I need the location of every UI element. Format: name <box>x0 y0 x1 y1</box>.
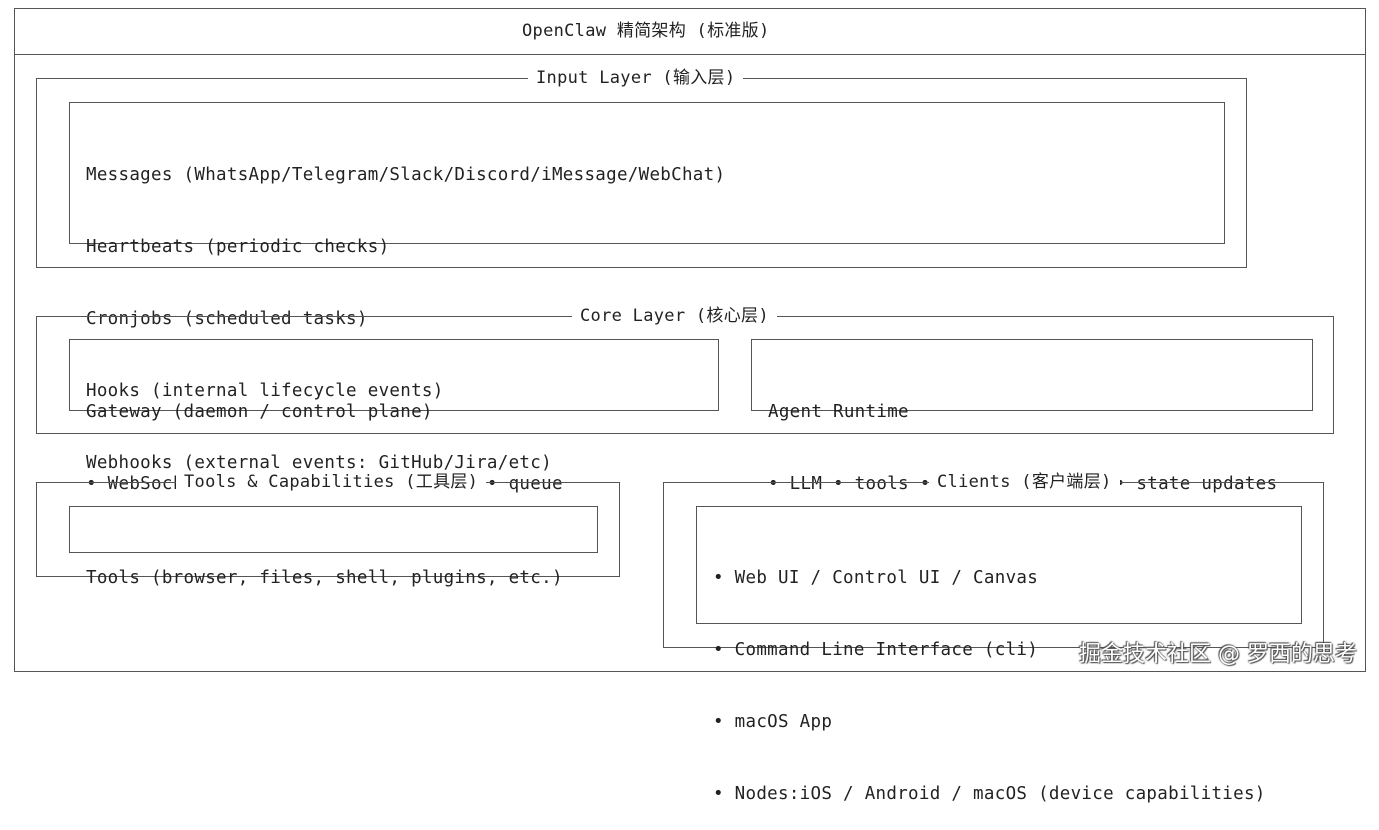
watermark: 掘金技术社区 @ 罗西的思考 <box>1079 642 1357 667</box>
gateway-box <box>69 339 719 411</box>
input-layer-title: Input Layer (输入层) <box>528 67 744 89</box>
list-item: Webhooks (external events: GitHub/Jira/e… <box>86 453 552 473</box>
header-separator <box>14 54 1366 55</box>
tools-layer-title: Tools & Capabilities (工具层) <box>176 471 487 493</box>
tools-list: Tools (browser, files, shell, plugins, e… <box>86 518 563 614</box>
list-item: Heartbeats (periodic checks) <box>86 237 390 257</box>
input-layer-inner-box <box>69 102 1225 244</box>
list-item: Tools (browser, files, shell, plugins, e… <box>86 568 563 588</box>
list-item: • Web UI / Control UI / Canvas <box>713 568 1039 588</box>
list-item: Messages (WhatsApp/Telegram/Slack/Discor… <box>86 165 726 185</box>
tools-inner-box <box>69 506 598 553</box>
gateway-name: Gateway (daemon / control plane) <box>86 402 433 422</box>
outer-frame <box>14 8 1366 672</box>
agent-runtime-name: Agent Runtime <box>768 402 909 422</box>
diagram-title: OpenClaw 精简架构 (标准版) <box>518 20 774 42</box>
clients-list: • Web UI / Control UI / Canvas • Command… <box>713 518 1266 830</box>
list-item: Hooks (internal lifecycle events) <box>86 381 444 401</box>
core-layer-title: Core Layer (核心层) <box>572 305 777 327</box>
input-layer-list: Messages (WhatsApp/Telegram/Slack/Discor… <box>86 115 725 499</box>
list-item: • Command Line Interface (cli) <box>713 640 1039 660</box>
list-item: • Nodes:iOS / Android / macOS (device ca… <box>713 784 1266 804</box>
list-item: • macOS App <box>713 712 833 732</box>
clients-inner-box <box>696 506 1302 624</box>
agent-runtime-box <box>751 339 1313 411</box>
list-item: Cronjobs (scheduled tasks) <box>86 309 368 329</box>
clients-layer-title: Clients (客户端层) <box>929 471 1120 493</box>
